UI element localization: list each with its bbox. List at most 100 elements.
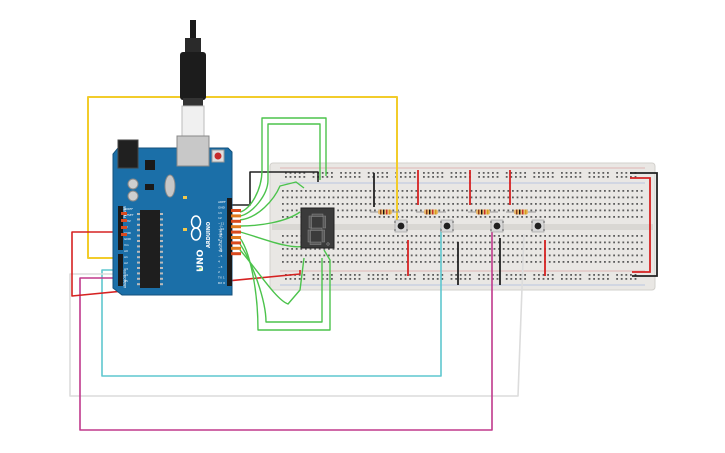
button-leg (502, 229, 504, 231)
breadboard-hole (303, 172, 306, 174)
breadboard-hole (547, 172, 549, 174)
breadboard-hole (387, 254, 390, 257)
breadboard-hole (461, 216, 464, 218)
breadboard-hole (420, 190, 422, 192)
chip-pin (160, 218, 163, 221)
breadboard-hole (438, 216, 441, 218)
breadboard-hole (492, 278, 494, 280)
breadboard-hole (447, 190, 450, 192)
breadboard-hole (415, 209, 418, 212)
breadboard-hole (461, 248, 464, 250)
breadboard-hole (570, 176, 572, 178)
breadboard-hole (613, 248, 615, 250)
breadboard-hole (374, 216, 376, 218)
breadboard-hole (441, 172, 444, 174)
breadboard-hole (479, 203, 482, 205)
breadboard-hole (570, 172, 572, 174)
resistor[interactable] (506, 209, 536, 215)
breadboard-hole (613, 241, 615, 244)
push-button[interactable] (531, 219, 545, 233)
push-button[interactable] (440, 219, 454, 233)
breadboard-hole (622, 235, 625, 237)
breadboard-hole (464, 278, 467, 280)
breadboard-hole (630, 176, 632, 178)
power-analog-pin-label: A0 (124, 249, 128, 253)
breadboard-hole (415, 216, 418, 218)
chip-pin (137, 213, 140, 215)
breadboard-hole (530, 209, 533, 212)
breadboard-hole (535, 235, 537, 237)
breadboard-hole (369, 241, 372, 244)
wire-black-gnd (232, 171, 319, 206)
push-button[interactable] (394, 219, 408, 233)
breadboard-hole (524, 274, 526, 276)
breadboard-hole (346, 254, 349, 257)
breadboard-hole (502, 196, 505, 199)
breadboard-hole (482, 176, 485, 178)
breadboard-hole (484, 248, 487, 250)
breadboard-hole (298, 172, 301, 174)
breadboard-hole (360, 261, 362, 263)
resistor[interactable] (416, 209, 446, 215)
breadboard-hole (489, 254, 491, 257)
breadboard-hole (314, 196, 316, 199)
breadboard-hole (429, 254, 431, 257)
resistor-band (386, 209, 388, 215)
arduino-uno-board[interactable]: ARDUINO UNO DIGITAL (PWM~) POWER ANALOG … (112, 20, 233, 296)
breadboard-hole (581, 190, 583, 192)
breadboard-hole (441, 278, 444, 280)
breadboard-hole (579, 176, 582, 178)
breadboard-hole (576, 209, 579, 212)
breadboard-hole (341, 190, 344, 192)
breadboard-hole (622, 254, 625, 257)
breadboard-hole (516, 196, 519, 199)
breadboard-hole (282, 209, 284, 212)
breadboard-hole (571, 254, 574, 257)
breadboard-hole (466, 196, 468, 199)
breadboard-hole (452, 203, 454, 205)
breadboard-hole (427, 176, 430, 178)
breadboard-hole (285, 176, 287, 178)
breadboard-hole (415, 261, 418, 263)
push-button[interactable] (490, 219, 504, 233)
breadboard-hole (383, 216, 385, 218)
analog-header (118, 254, 123, 286)
board-brand-text: ARDUINO (206, 222, 212, 248)
chip-pin (137, 261, 140, 264)
header-pin-stub (231, 246, 241, 250)
breadboard-hole (516, 241, 519, 244)
breadboard-hole (360, 241, 362, 244)
seven-segment-display[interactable] (300, 207, 335, 249)
resistor-band (432, 209, 434, 215)
breadboard-hole (358, 172, 361, 174)
breadboard-hole (450, 278, 453, 280)
resistor[interactable] (468, 209, 498, 215)
breadboard-hole (608, 203, 611, 205)
breadboard-hole (404, 274, 407, 276)
breadboard-hole (636, 241, 638, 244)
breadboard-hole (424, 241, 427, 244)
breadboard-hole (452, 254, 454, 257)
breadboard-hole (505, 176, 508, 178)
breadboard-hole (406, 196, 408, 199)
breadboard-hole (535, 254, 537, 257)
resistors (370, 209, 536, 215)
breadboard-hole (493, 190, 496, 192)
breadboard-hole (294, 278, 296, 280)
breadboard-hole (567, 261, 569, 263)
breadboard-hole (590, 203, 592, 205)
breadboard-hole (594, 216, 597, 218)
button-leg (406, 221, 408, 223)
breadboard-hole (466, 190, 468, 192)
breadboard-hole (548, 216, 551, 218)
breadboard-hole (346, 235, 349, 237)
breadboard-hole (305, 190, 307, 192)
breadboard-hole (512, 235, 514, 237)
breadboard-hole (567, 203, 569, 205)
breadboard-jumpers (373, 170, 658, 285)
resistor[interactable] (370, 209, 400, 215)
breadboard-hole (386, 278, 388, 280)
breadboard-hole (525, 216, 528, 218)
breadboard-hole (286, 196, 289, 199)
breadboard-hole (424, 261, 427, 263)
